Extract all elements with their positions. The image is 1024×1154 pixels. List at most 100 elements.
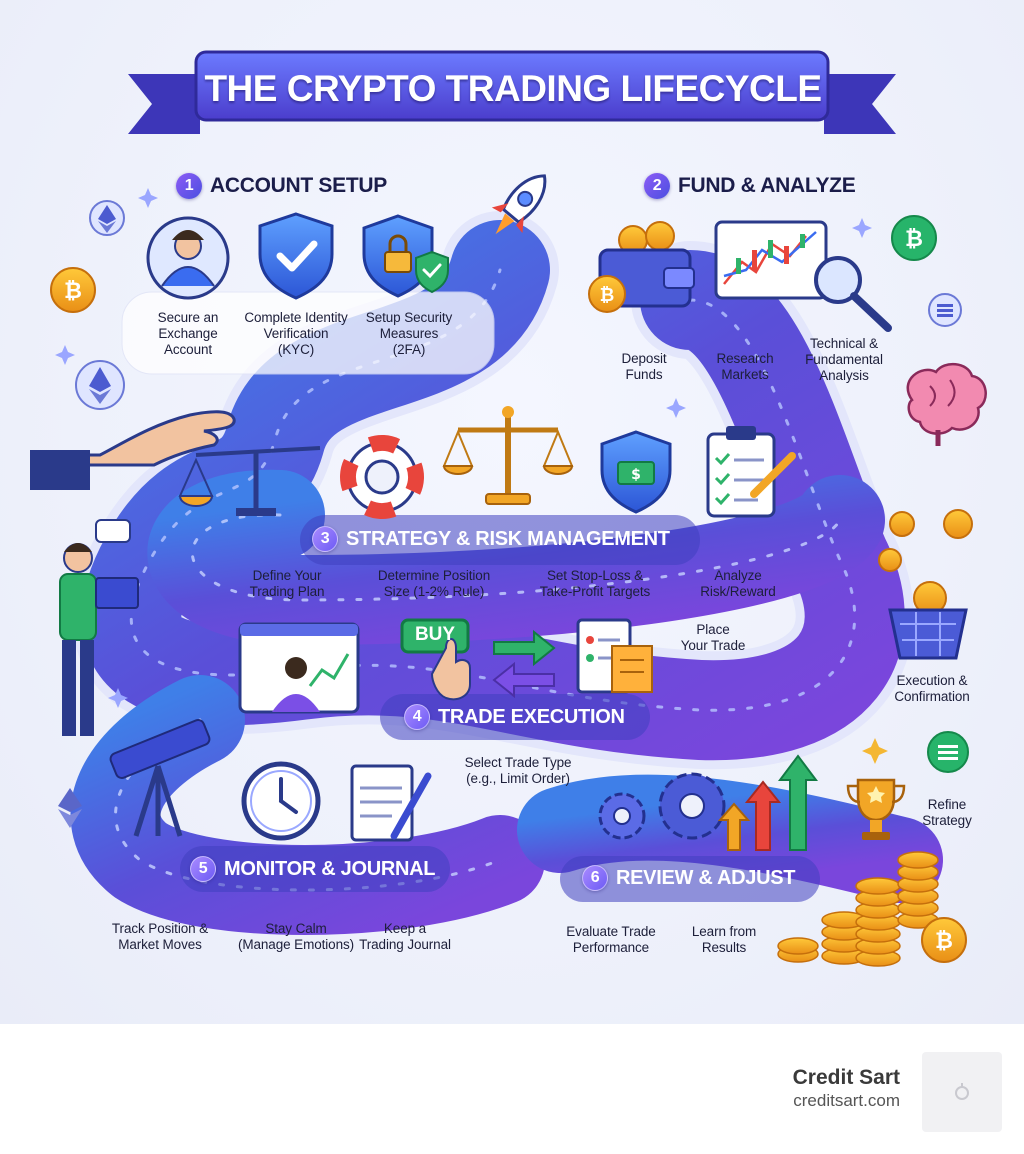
step3-title-text: STRATEGY & RISK MANAGEMENT <box>346 527 670 550</box>
infographic-canvas: ₿ ₿ <box>0 0 1024 1024</box>
trophy-icon <box>846 778 906 840</box>
coin-basket-icon <box>878 509 973 660</box>
step6-number-badge: 6 <box>582 865 608 891</box>
label-line: Your Trade <box>680 638 746 653</box>
label-line: Execution & <box>896 673 968 688</box>
label-line: Analyze <box>714 568 762 583</box>
step5-title: 5 MONITOR & JOURNAL <box>190 856 436 882</box>
step6-title-text: REVIEW & ADJUST <box>616 866 796 889</box>
growth-arrows-icon <box>717 754 818 851</box>
buy-button-label: BUY <box>414 624 456 645</box>
ethereum-coin-icon <box>89 200 125 236</box>
label-line: Exchange <box>158 326 218 341</box>
label-line: Complete Identity <box>244 310 348 325</box>
step2-number-badge: 2 <box>644 173 670 199</box>
label-line: Results <box>701 940 747 955</box>
coin-icon <box>928 293 962 327</box>
trading-screen-icon <box>238 622 360 714</box>
label-line: Risk/Reward <box>700 584 776 599</box>
label-line: Market Moves <box>118 937 202 952</box>
svg-text:₿: ₿ <box>600 285 615 306</box>
label-line: Confirmation <box>894 689 970 704</box>
label-line: (2FA) <box>392 342 426 357</box>
magnifier-icon <box>814 256 892 332</box>
step4-item-2: Execution &Confirmation <box>884 673 980 705</box>
step1-title-text: ACCOUNT SETUP <box>210 174 387 197</box>
bitcoin-coin-icon: ₿ <box>891 215 937 261</box>
swap-arrows-icon <box>492 629 556 699</box>
label-line: Learn from <box>691 924 757 939</box>
label-line: (KYC) <box>277 342 315 357</box>
balance-scale-icon <box>442 406 574 505</box>
notepad-icon <box>350 764 432 842</box>
label-line: Select Trade Type <box>464 755 572 770</box>
label-line: Track Position & <box>111 921 209 936</box>
label-line: Stay Calm <box>265 921 327 936</box>
telescope-icon <box>109 719 211 837</box>
label-line: Deposit <box>621 351 667 366</box>
bitcoin-coin-icon: ₿ <box>50 267 96 313</box>
label-line: Trading Journal <box>359 937 451 952</box>
label-line: Markets <box>721 367 769 382</box>
buy-button-icon <box>400 618 471 701</box>
label-line: Analysis <box>819 368 869 383</box>
user-avatar-icon <box>146 216 230 300</box>
label-line: Size (1-2% Rule) <box>383 584 485 599</box>
logo-glyph-icon <box>955 1083 969 1100</box>
lifecycle-artwork: ₿ ₿ <box>30 50 987 967</box>
title-banner <box>128 50 896 134</box>
shield-lock-icon <box>362 214 449 298</box>
rocket-icon <box>491 174 547 235</box>
label-line: Technical & <box>810 336 878 351</box>
label-line: (Manage Emotions) <box>237 937 355 952</box>
footer <box>0 1024 1024 1154</box>
footer-url-link[interactable]: creditsart.com <box>793 1091 900 1110</box>
step5-item-2: Stay Calm(Manage Emotions) <box>234 921 358 953</box>
label-line: Secure an <box>157 310 219 325</box>
step4-item-3: Select Trade Type(e.g., Limit Order) <box>450 755 586 787</box>
label-line: Determine Position <box>377 568 491 583</box>
step5-title-text: MONITOR & JOURNAL <box>224 857 436 880</box>
svg-text:₿: ₿ <box>64 279 82 304</box>
step3-title: 3 STRATEGY & RISK MANAGEMENT <box>312 526 670 552</box>
label-line: Trading Plan <box>249 584 325 599</box>
step6-title-band <box>560 856 820 902</box>
shield-check-icon <box>258 212 334 300</box>
coin-stacks-icon: ₿ <box>777 851 967 967</box>
page-title: THE CRYPTO TRADING LIFECYCLE <box>204 68 822 109</box>
step3-title-band <box>300 515 700 565</box>
svg-text:$: $ <box>631 467 641 483</box>
label-line: Set Stop-Loss & <box>546 568 644 583</box>
step3-item-3: Set Stop-Loss &Take-Profit Targets <box>524 568 666 600</box>
step1-title: 1 ACCOUNT SETUP <box>176 173 387 199</box>
gears-icon <box>598 772 726 840</box>
hand-scale-icon <box>30 410 321 516</box>
step4-title-text: TRADE EXECUTION <box>438 705 625 728</box>
step1-number-badge: 1 <box>176 173 202 199</box>
label-line: Research <box>716 351 774 366</box>
svg-text:₿: ₿ <box>935 929 953 954</box>
trader-laptop-icon <box>59 519 139 736</box>
label-line: Strategy <box>922 813 972 828</box>
step4-title: 4 TRADE EXECUTION <box>404 704 625 730</box>
shield-dollar-icon: $ <box>600 430 672 514</box>
ethereum-coin-icon <box>75 360 125 410</box>
brand-logo-icon <box>922 1052 1002 1132</box>
coin-icon <box>927 731 969 773</box>
label-line: Account <box>163 342 213 357</box>
label-line: Evaluate Trade <box>566 924 656 939</box>
step2-title-text: FUND & ANALYZE <box>678 174 856 197</box>
step4-number-badge: 4 <box>404 704 430 730</box>
label-line: Performance <box>572 940 650 955</box>
